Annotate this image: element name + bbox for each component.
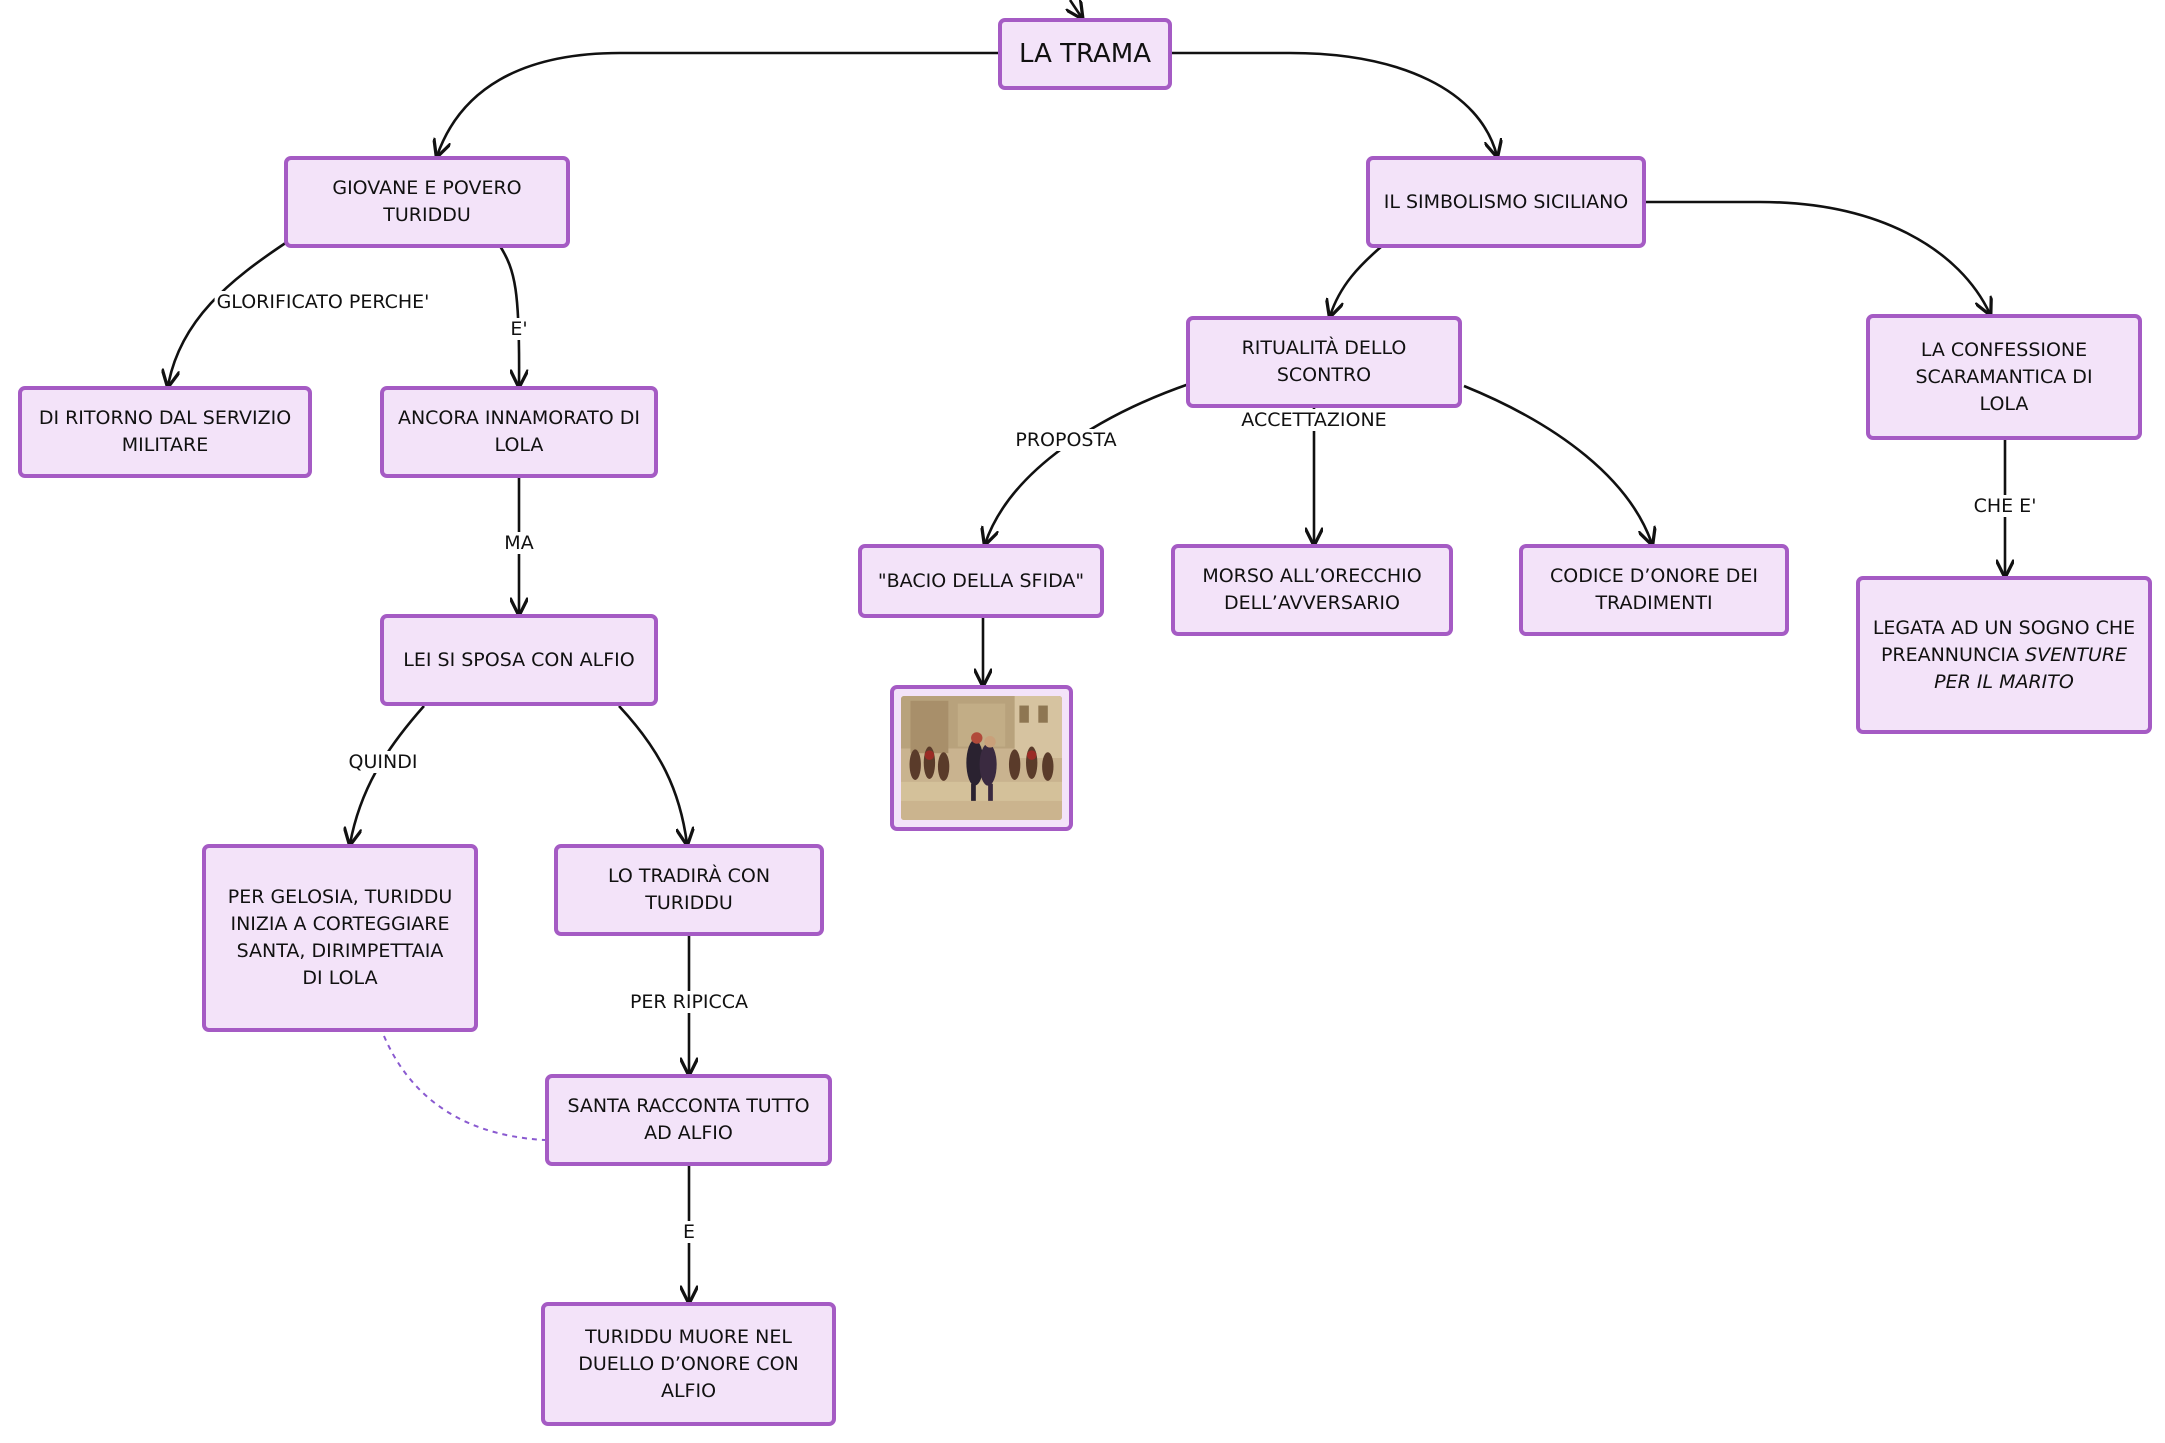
node-sogno-label: LEGATA AD UN SOGNO CHE PREANNUNCIA SVENT…	[1868, 615, 2140, 696]
node-confessione-lola[interactable]: LA CONFESSIONE SCARAMANTICA DI LOLA	[1866, 314, 2142, 440]
edge-label-ma: MA	[502, 532, 536, 554]
node-sogno-text: LEGATA AD UN SOGNO CHE PREANNUNCIA	[1872, 616, 2136, 666]
node-ritualita-scontro[interactable]: RITUALITÀ DELLO SCONTRO	[1186, 316, 1462, 408]
node-sposa-label: LEI SI SPOSA CON ALFIO	[403, 648, 635, 671]
node-confessione-label: LA CONFESSIONE SCARAMANTICA DI LOLA	[1915, 338, 2093, 415]
node-bacio-della-sfida[interactable]: "BACIO DELLA SFIDA"	[858, 544, 1104, 618]
edge-label-proposta: PROPOSTA	[1013, 429, 1119, 451]
node-giovane-povero-turiddu[interactable]: GIOVANE E POVERO TURIDDU	[284, 156, 570, 248]
node-simbolismo-siciliano[interactable]: IL SIMBOLISMO SICILIANO	[1366, 156, 1646, 248]
node-bacio-label: "BACIO DELLA SFIDA"	[877, 569, 1085, 592]
edge-label-accettazione: ACCETTAZIONE	[1239, 409, 1389, 431]
node-la-trama-label: LA TRAMA	[1018, 38, 1152, 69]
node-lo-tradira[interactable]: LO TRADIRÀ CON TURIDDU	[554, 844, 824, 936]
node-santa-racconta[interactable]: SANTA RACCONTA TUTTO AD ALFIO	[545, 1074, 832, 1166]
edge-giovane-ritorno	[168, 240, 288, 386]
edge-ritualita-codice	[1463, 384, 1652, 544]
edge-label-glorificato: GLORIFICATO PERCHE'	[214, 291, 432, 313]
node-sogno-sventure[interactable]: LEGATA AD UN SOGNO CHE PREANNUNCIA SVENT…	[1856, 576, 2152, 734]
node-codice-onore[interactable]: CODICE D’ONORE DEI TRADIMENTI	[1519, 544, 1789, 636]
edge-incoming-root	[1070, 0, 1082, 18]
dashed-link-gelosia-santa	[383, 1035, 546, 1141]
node-lei-si-sposa[interactable]: LEI SI SPOSA CON ALFIO	[380, 614, 658, 706]
node-innamorato-label: ANCORA INNAMORATO DI LOLA	[397, 407, 641, 456]
node-ritorno-servizio-militare[interactable]: DI RITORNO DAL SERVIZIO MILITARE	[18, 386, 312, 478]
edge-sposa-tradira	[618, 705, 687, 844]
node-codice-label: CODICE D’ONORE DEI TRADIMENTI	[1549, 565, 1759, 614]
node-turiddu-muore[interactable]: TURIDDU MUORE NEL DUELLO D’ONORE CON ALF…	[541, 1302, 836, 1426]
image-duel-scene[interactable]	[890, 685, 1073, 831]
node-ritualita-label: RITUALITÀ DELLO SCONTRO	[1241, 337, 1407, 386]
edge-label-per-ripicca: PER RIPICCA	[627, 991, 751, 1013]
edge-root-simbolismo	[1172, 51, 1497, 156]
node-gelosia-label: PER GELOSIA, TURIDDU INIZIA A CORTEGGIAR…	[227, 886, 453, 989]
node-santa-label: SANTA RACCONTA TUTTO AD ALFIO	[567, 1095, 810, 1144]
node-simbolismo-label: IL SIMBOLISMO SICILIANO	[1383, 190, 1629, 213]
node-morso-label: MORSO ALL’ORECCHIO DELL’AVVERSARIO	[1202, 565, 1422, 614]
edge-sposa-gelosia	[350, 705, 425, 844]
edge-giovane-innamorato	[498, 245, 519, 386]
edge-ritualita-bacio	[985, 382, 1190, 544]
node-muore-label: TURIDDU MUORE NEL DUELLO D’ONORE CON ALF…	[578, 1325, 799, 1402]
edge-root-giovane	[437, 51, 998, 156]
edge-label-quindi: QUINDI	[346, 751, 420, 773]
edge-label-e-apos: E'	[508, 318, 530, 340]
node-ancora-innamorato[interactable]: ANCORA INNAMORATO DI LOLA	[380, 386, 658, 478]
node-sogno-italic: SVENTURE PER IL MARITO	[1934, 643, 2128, 693]
edge-label-che-e: CHE E'	[1971, 495, 2039, 517]
node-morso-orecchio[interactable]: MORSO ALL’ORECCHIO DELL’AVVERSARIO	[1171, 544, 1453, 636]
node-la-trama[interactable]: LA TRAMA	[998, 18, 1172, 90]
node-per-gelosia[interactable]: PER GELOSIA, TURIDDU INIZIA A CORTEGGIAR…	[202, 844, 478, 1032]
node-tradira-label: LO TRADIRÀ CON TURIDDU	[607, 865, 771, 914]
node-ritorno-label: DI RITORNO DAL SERVIZIO MILITARE	[38, 407, 292, 456]
node-giovane-label: GIOVANE E POVERO TURIDDU	[332, 177, 522, 226]
edge-simbolismo-ritualita	[1330, 245, 1383, 316]
duel-scene-painting	[901, 696, 1062, 820]
edge-simbolismo-confessione	[1645, 200, 1990, 314]
edge-label-e: E	[680, 1221, 698, 1243]
